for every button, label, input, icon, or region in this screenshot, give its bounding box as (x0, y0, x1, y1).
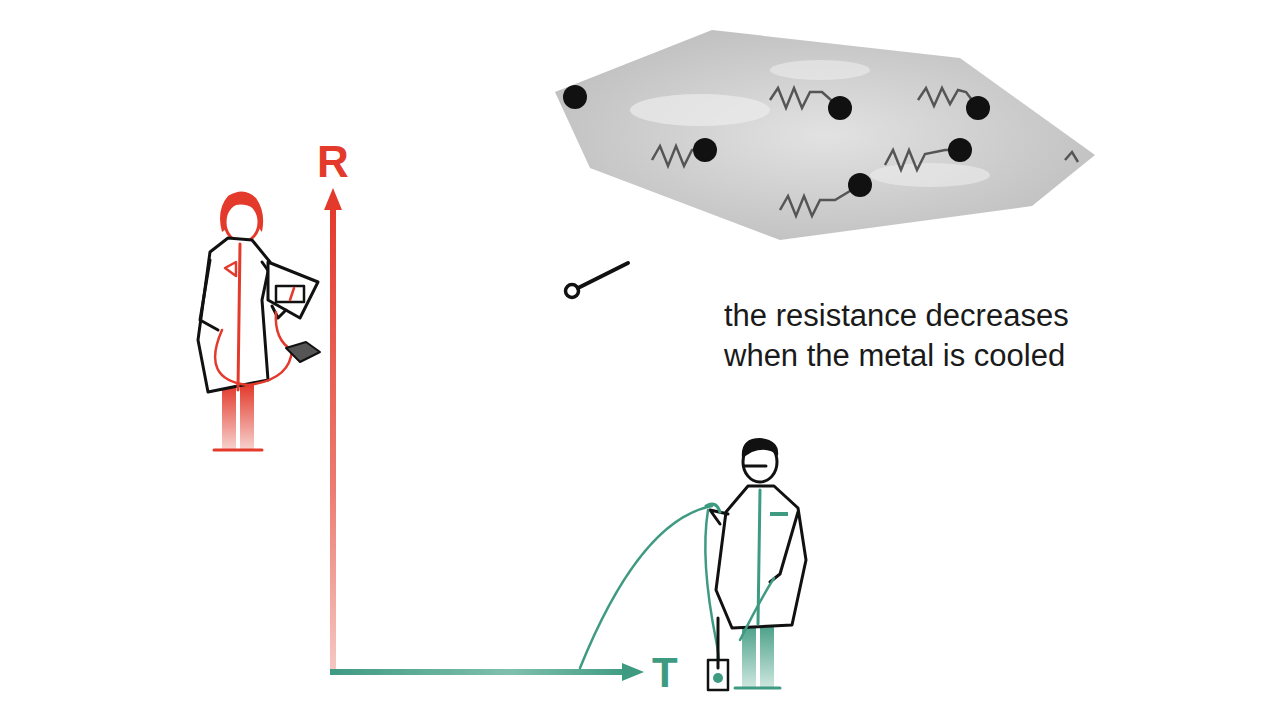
axis-label: R (317, 140, 349, 184)
axis-label: T (652, 652, 678, 694)
metal-lump (555, 30, 1095, 240)
r-axis (324, 188, 342, 675)
resistance-scientist (198, 191, 320, 450)
electron-symbol (566, 263, 629, 298)
t-axis (330, 663, 644, 681)
temperature-scientist (580, 438, 806, 690)
caption-note: the resistance decreases when the metal … (724, 296, 1144, 377)
